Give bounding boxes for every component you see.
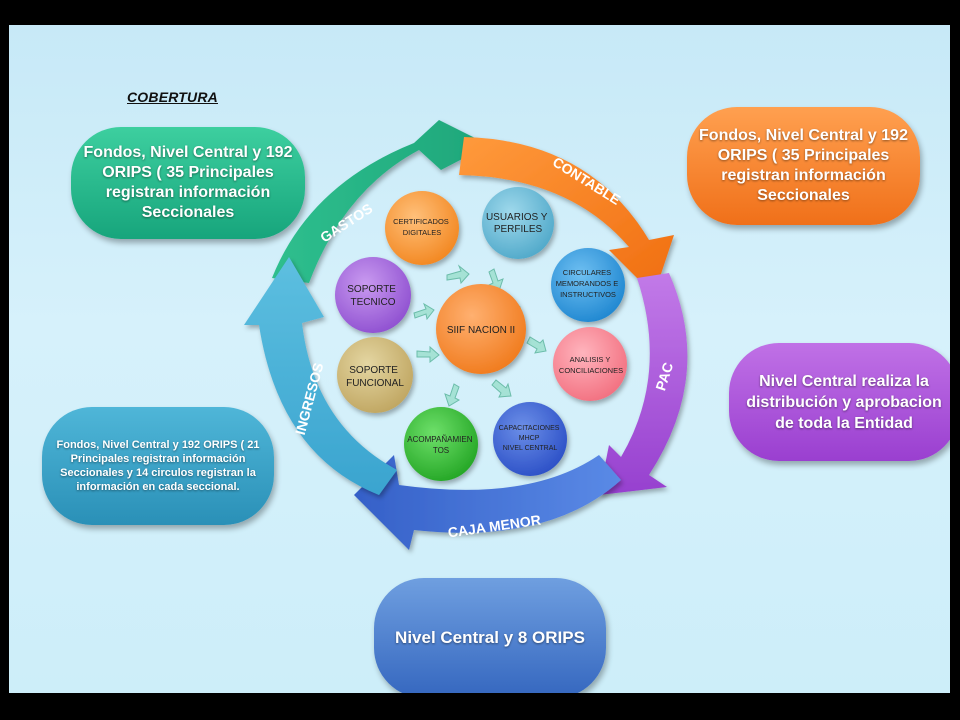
usuarios-bubble <box>482 187 554 259</box>
connector-arrow-icon <box>416 345 440 364</box>
certificados-text: CERTIFICADOS DIGITALES <box>393 217 451 237</box>
circulares-bubble <box>551 248 625 322</box>
circulares-text: CIRCULARES MEMORANDOS E INSTRUCTIVOS <box>556 268 621 299</box>
caja-menor-arrow <box>354 455 621 550</box>
soporte-tecnico-text: SOPORTE TECNICO <box>347 284 399 308</box>
analisis-text: ANALISIS Y CONCILIACIONES <box>559 355 623 375</box>
callout-contable: Fondos, Nivel Central y 192 ORIPS ( 35 P… <box>687 107 920 225</box>
slide: COBERTURA GASTOS CONT <box>9 25 950 693</box>
callout-gastos: Fondos, Nivel Central y 192 ORIPS ( 35 P… <box>71 127 305 239</box>
gastos-arrow <box>272 120 489 283</box>
callout-caja-menor: Nivel Central y 8 ORIPS <box>374 578 606 693</box>
center-text: SIIF NACION II <box>447 325 515 336</box>
connector-arrow-icon <box>526 336 547 354</box>
callout-ingresos: Fondos, Nivel Central y 192 ORIPS ( 21 P… <box>42 407 274 525</box>
center-bubble <box>436 284 526 374</box>
pac-arrow <box>599 273 688 495</box>
acompanamientos-text: ACOMPAÑAMIEN TOS <box>407 435 474 455</box>
soporte-tecnico-bubble <box>335 257 411 333</box>
soporte-funcional-text: SOPORTE FUNCIONAL <box>346 365 404 389</box>
soporte-funcional-bubble <box>337 337 413 413</box>
acompanamientos-bubble <box>404 407 478 481</box>
capacitaciones-text: CAPACITACIONES MHCP NIVEL CENTRAL <box>499 425 562 452</box>
slide-title: COBERTURA <box>127 89 218 105</box>
usuarios-text: USUARIOS Y PERFILES <box>486 212 550 235</box>
certificados-bubble <box>385 191 459 265</box>
capacitaciones-bubble <box>493 402 567 476</box>
callout-pac: Nivel Central realiza la distribución y … <box>729 343 950 461</box>
analisis-bubble <box>553 327 627 401</box>
ingresos-arrow <box>244 257 397 495</box>
connector-arrow-icon <box>491 379 512 398</box>
connector-arrow-icon <box>413 302 435 321</box>
cycle-diagram: GASTOS CONTABLE PAC CAJA MENOR INGRESOS <box>244 120 688 550</box>
connector-arrow-icon <box>444 383 461 407</box>
connector-arrow-icon <box>446 264 470 285</box>
contable-arrow <box>459 137 674 295</box>
